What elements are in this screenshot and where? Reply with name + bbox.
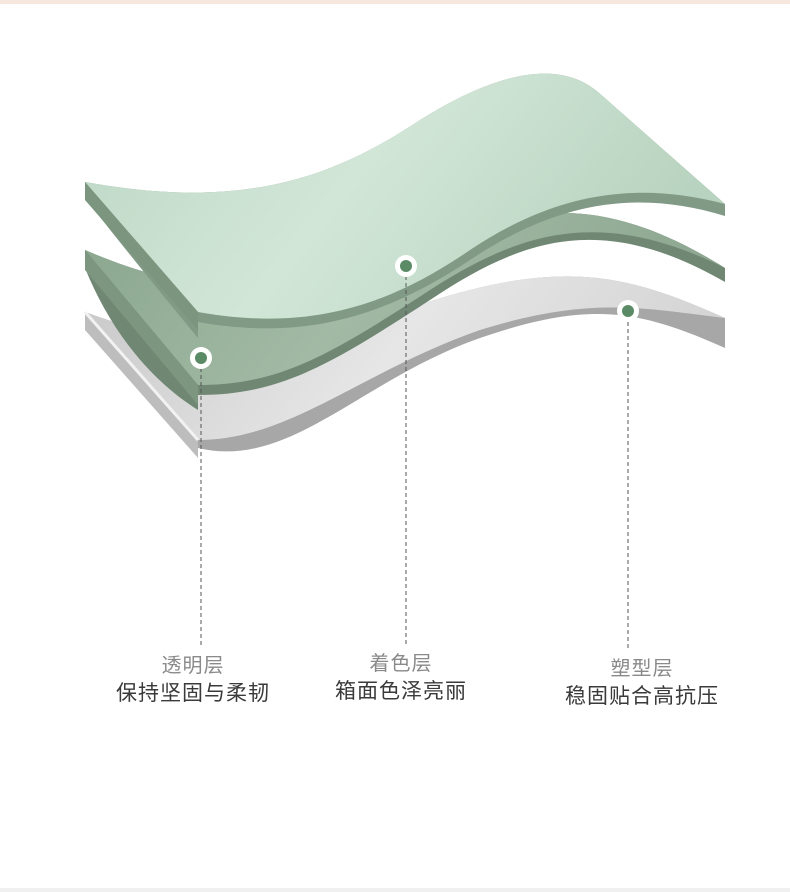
transparent-layer-shape	[85, 73, 725, 339]
color-layer-title: 着色层	[369, 651, 433, 675]
transparent-layer-label: 透明层 保持坚固与柔韧	[110, 652, 276, 708]
plastic-layer-shape	[83, 276, 725, 458]
bottom-divider	[0, 888, 790, 892]
top-accent-strip	[0, 0, 790, 4]
color-layer-shape	[85, 212, 725, 410]
plastic-layer-title: 塑型层	[610, 656, 674, 680]
plastic-layer-desc: 稳固贴合高抗压	[565, 684, 719, 708]
color-layer-desc: 箱面色泽亮丽	[335, 679, 467, 703]
transparent-layer-title: 透明层	[161, 653, 225, 677]
transparent-marker	[190, 347, 212, 369]
plastic-marker	[617, 300, 639, 322]
transparent-layer-desc: 保持坚固与柔韧	[116, 681, 270, 705]
color-marker	[395, 255, 417, 277]
color-layer-label: 着色层 箱面色泽亮丽	[326, 650, 476, 706]
plastic-layer-label: 塑型层 稳固贴合高抗压	[556, 655, 728, 711]
